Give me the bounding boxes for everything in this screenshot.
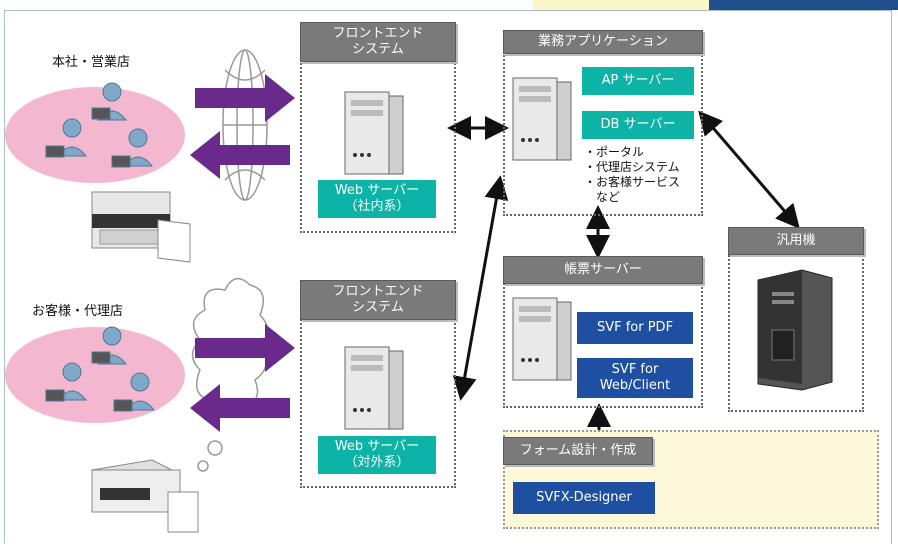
frontend-top-header: フロントエンド システム [300,22,456,62]
network-mesh-icon [222,49,268,201]
server-tower-icon [344,91,404,175]
business-app-notes: ・ポータル ・代理店システム ・お客様サービス など [584,145,681,204]
printer-icon [90,459,199,533]
customer-users-ellipse [5,327,185,423]
connector-arrow [698,110,800,229]
printer-icon [91,191,191,263]
top-strip-light [533,0,709,10]
db-server: DB サーバー [582,111,694,139]
mainframe-icon [757,269,833,391]
cloud-icon [191,277,269,472]
ap-server: AP サーバー [582,67,694,95]
diagram-frame [4,10,892,544]
server-tower-icon [512,297,572,381]
web-server-external: Web サーバー （対外系） [318,436,436,474]
frontend-bottom-header: フロントエンド システム [300,280,456,320]
server-tower-icon [344,346,404,430]
hq-users-ellipse [5,87,185,183]
user-laptop-icon [45,82,154,168]
customer-label: お客様・代理店 [32,304,124,319]
web-server-internal: Web サーバー （社内系） [318,180,436,218]
svf-for-web-client: SVF for Web/Client [577,358,693,398]
mainframe-box [728,252,864,412]
svf-for-pdf: SVF for PDF [577,312,693,344]
connector-arrow [452,175,509,401]
form-server-header: 帳票サーバー [503,256,703,284]
purple-arrows [190,74,295,432]
user-laptop-icon [45,326,156,412]
top-strip-dark [709,0,898,10]
hq-label: 本社・営業店 [52,55,131,70]
mainframe-header: 汎用機 [728,227,864,255]
svfx-designer: SVFX-Designer [513,482,655,514]
business-app-header: 業務アプリケーション [503,30,703,54]
server-tower-icon [512,77,572,161]
form-design-header: フォーム設計・作成 [503,437,653,465]
